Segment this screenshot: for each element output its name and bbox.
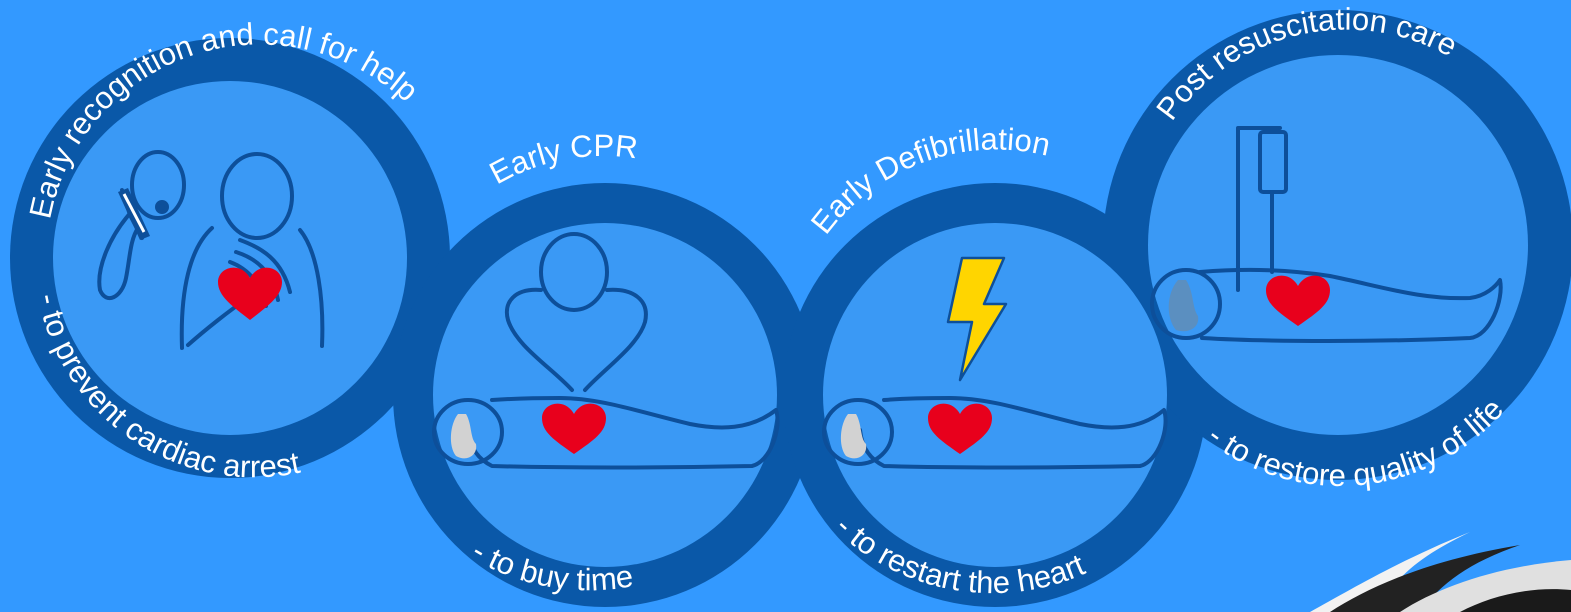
head-icon-3	[840, 414, 867, 459]
phone-handset-icon	[118, 188, 150, 240]
heart-icon-2	[542, 403, 606, 454]
heart-icon-3	[928, 403, 992, 454]
lightning-bolt-icon	[946, 256, 1008, 382]
heart-icon-1	[218, 267, 282, 320]
head-icon-4	[1168, 280, 1199, 332]
link-2-title: Early CPR	[484, 128, 640, 191]
defibrillation-body-icon	[822, 396, 1168, 470]
corner-scribble-graphic	[1310, 532, 1571, 612]
head-icon-2	[450, 414, 477, 459]
cpr-icon	[432, 232, 780, 470]
phone-call-icon	[97, 150, 325, 350]
iv-drip-icon	[1150, 126, 1503, 343]
heart-icon-4	[1266, 275, 1330, 326]
